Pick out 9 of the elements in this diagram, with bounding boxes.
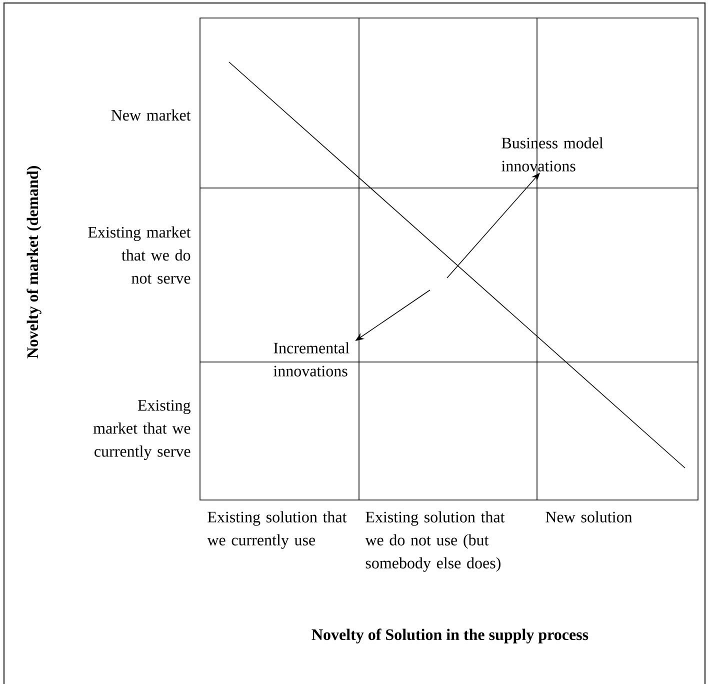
axis-label: New solution (546, 511, 632, 522)
axis-label: Existing solution that we do not use (but somebody else does) (365, 511, 505, 572)
axis-label: Existing market that we currently serve (93, 400, 190, 460)
axis-label: New market (111, 109, 191, 121)
axis-label: Existing market that we do not serve (88, 226, 191, 284)
axis-title: Novelty of market (demand) (26, 166, 42, 358)
text-label: Incremental innovations (274, 342, 350, 376)
axis-label: Existing solution that we currently use (207, 511, 347, 549)
axis-title: Novelty of Solution in the supply process (312, 628, 588, 644)
